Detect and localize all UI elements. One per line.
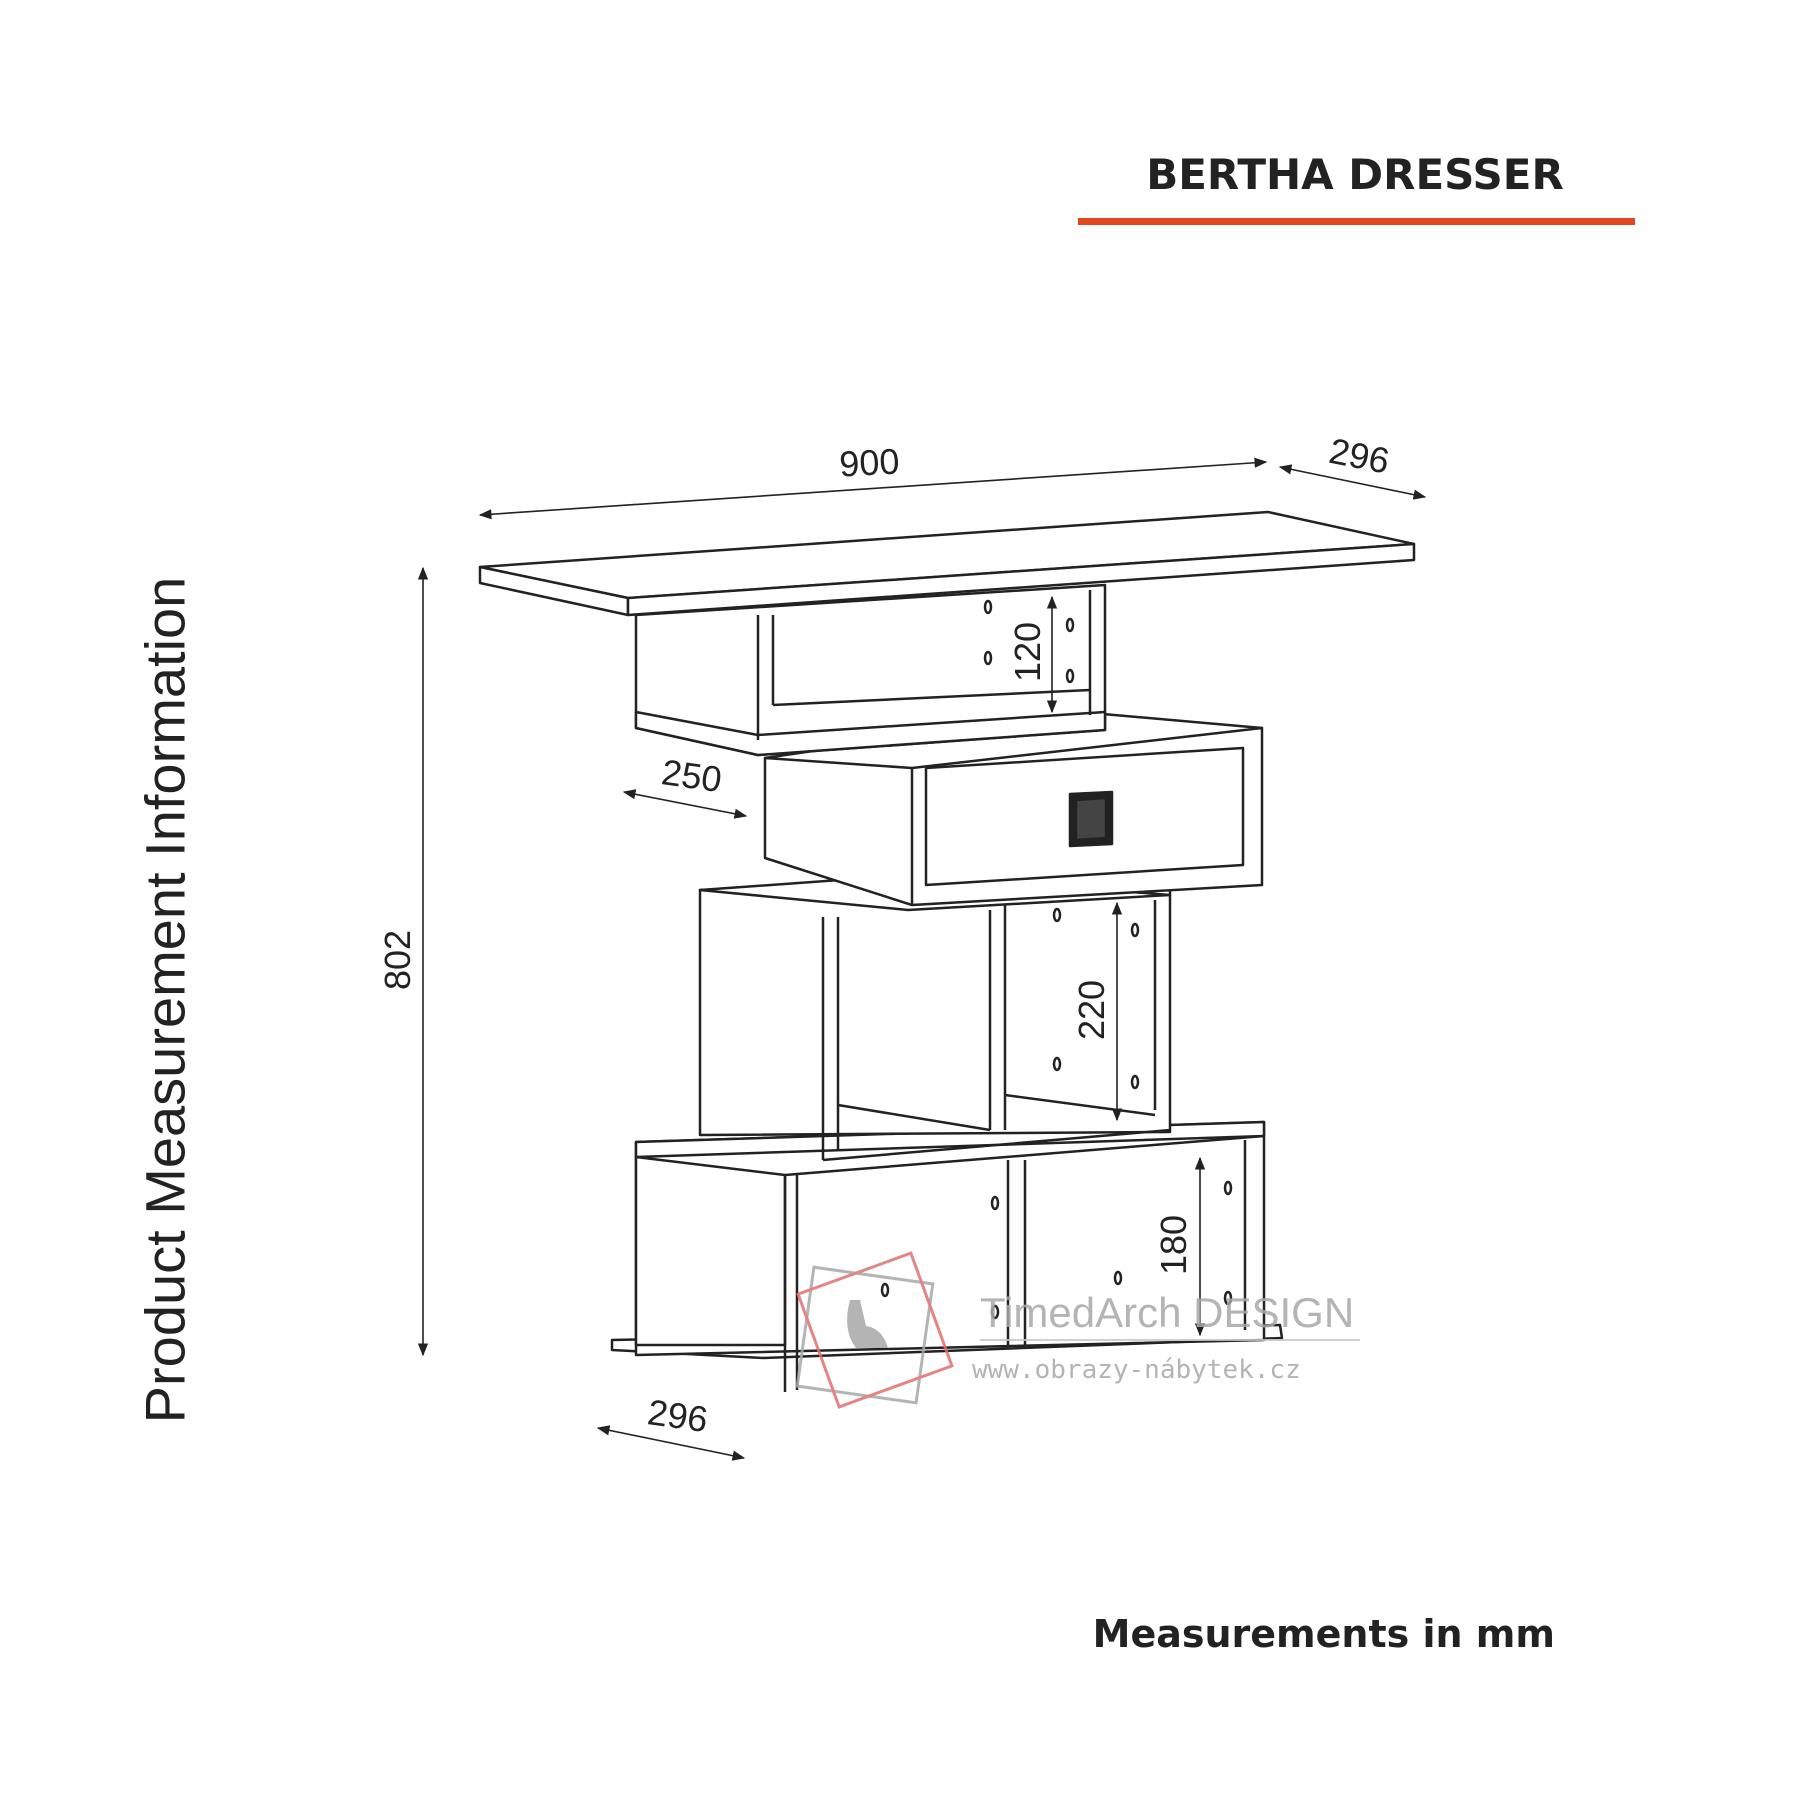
shelf-bottom-label: 180	[1153, 1215, 1194, 1275]
product-title: BERTHA DRESSER	[1146, 150, 1564, 199]
depth-top-label: 296	[1326, 430, 1393, 482]
watermark-brand: TimedArch DESIGN	[980, 1289, 1354, 1336]
title-underline	[1078, 218, 1635, 225]
height-label: 802	[377, 930, 418, 990]
depth-top-dimension-line	[1278, 464, 1427, 500]
depth-drawer-dimension-line	[622, 789, 748, 819]
upper-module	[634, 583, 1107, 757]
width-label: 900	[838, 440, 900, 484]
shelf-middle-label: 220	[1071, 980, 1112, 1040]
depth-bottom-dimension-line	[596, 1425, 746, 1461]
watermark-logo	[795, 1251, 954, 1409]
units-note: Measurements in mm	[1092, 1612, 1555, 1656]
depth-drawer-label: 250	[659, 751, 724, 800]
top-board	[478, 510, 1416, 617]
watermark: TimedArch DESIGN www.obrazy-nábytek.cz	[795, 1251, 1360, 1409]
shelf-top-label: 120	[1007, 622, 1048, 682]
drawer-module	[763, 710, 1264, 907]
shelf-pin-holes	[880, 599, 1233, 1320]
watermark-url: www.obrazy-nábytek.cz	[972, 1355, 1301, 1385]
width-dimension-line	[478, 457, 1268, 520]
depth-bottom-label: 296	[645, 1391, 710, 1440]
